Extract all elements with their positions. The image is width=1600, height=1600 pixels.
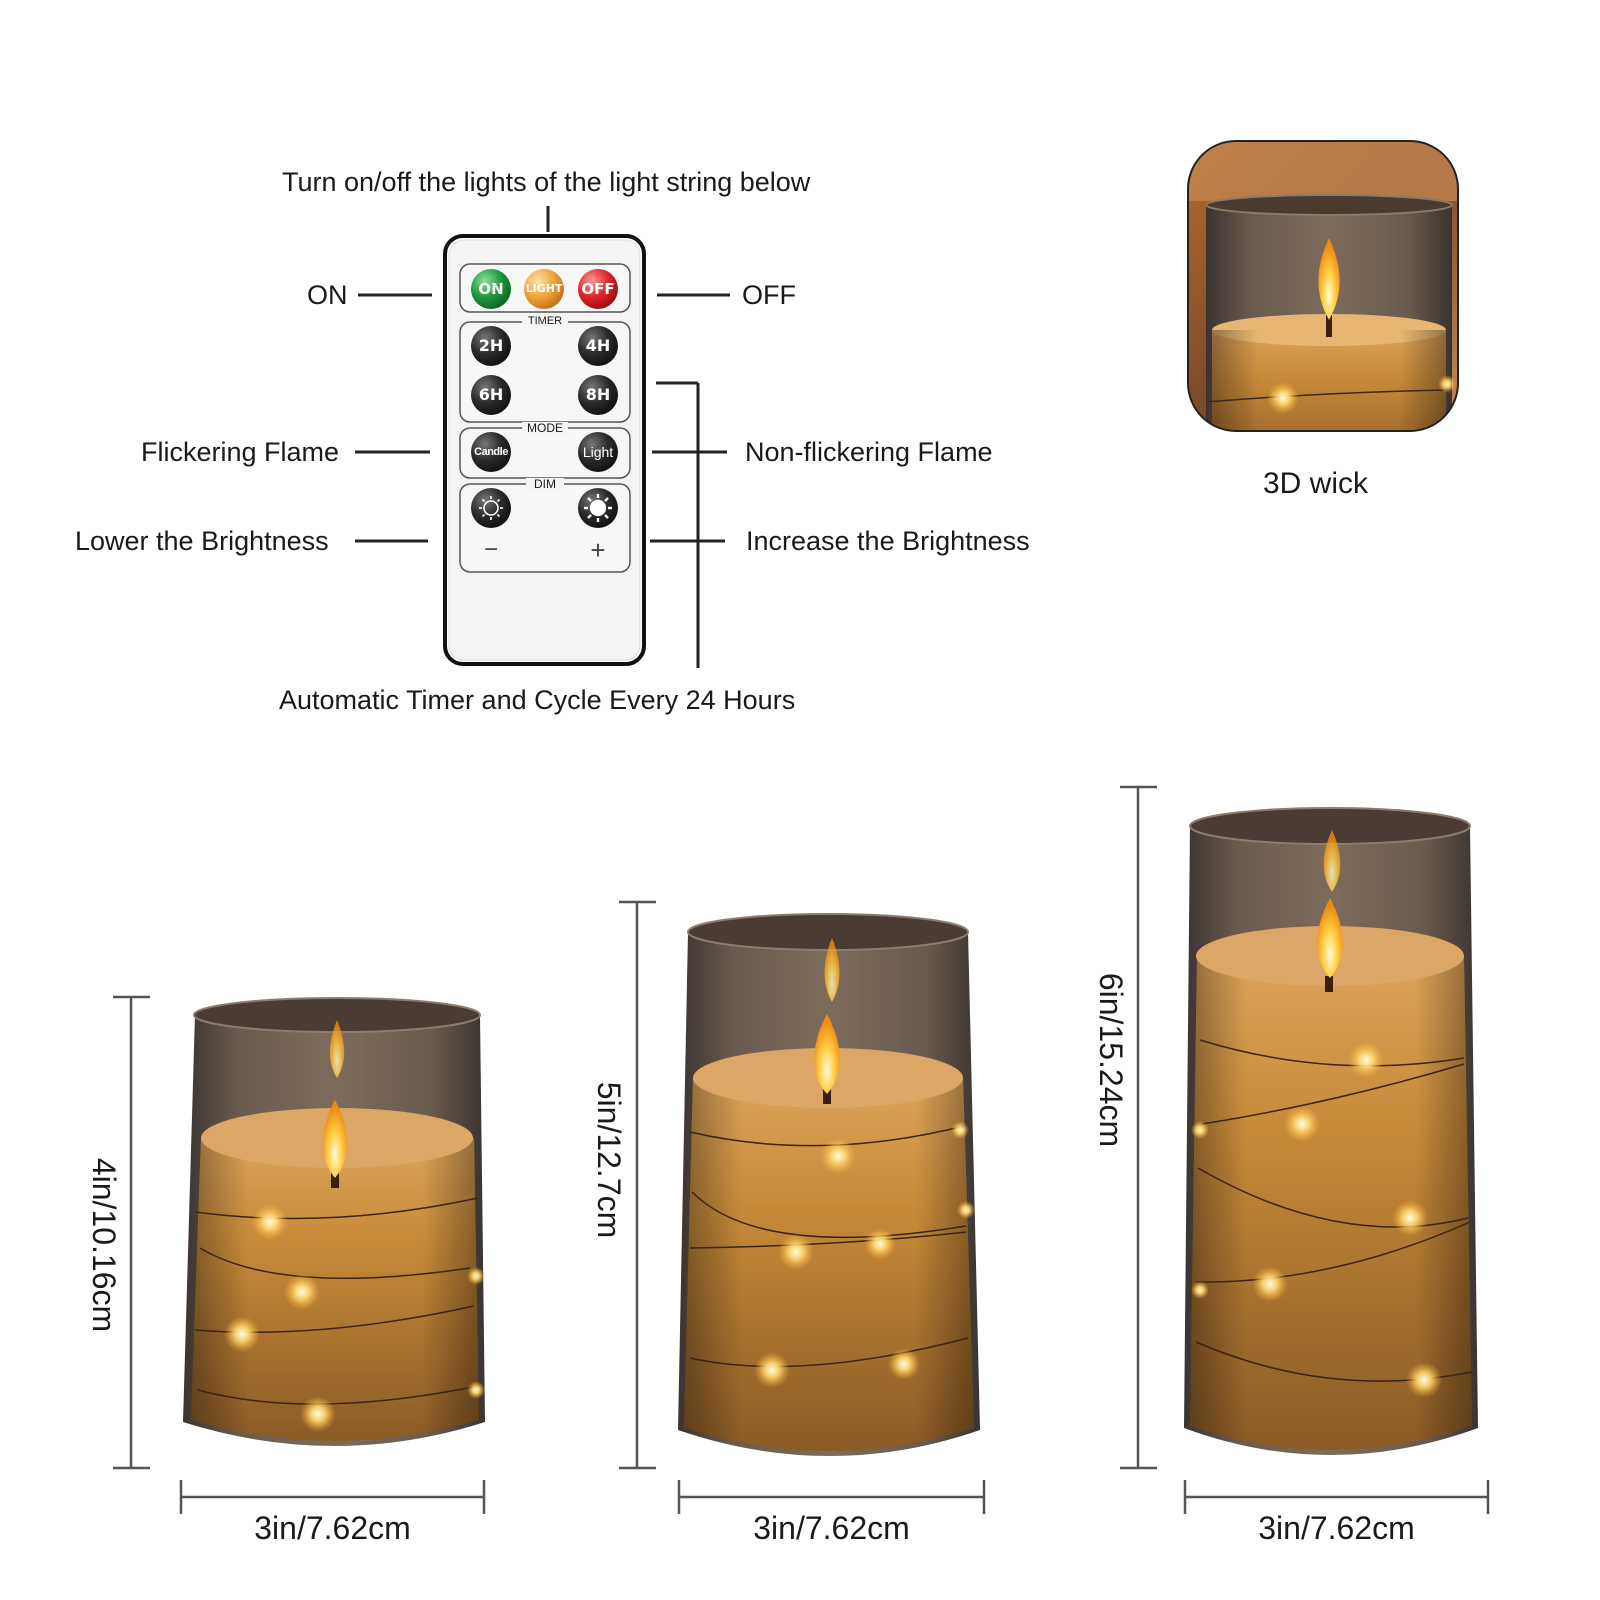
timer-6h-label: 6H — [478, 385, 504, 404]
candle-large-height: 6in/15.24cm — [1093, 972, 1129, 1148]
caption-light-string: Turn on/off the lights of the light stri… — [282, 167, 811, 197]
timer-8h-button[interactable] — [578, 375, 618, 415]
candle-large — [1184, 807, 1478, 1455]
mode-light-label: Light — [582, 444, 614, 460]
timer-2h-button[interactable] — [471, 326, 511, 366]
candle-medium-width: 3in/7.62cm — [753, 1510, 910, 1546]
mode-heading: MODE — [527, 421, 563, 435]
label-on: ON — [307, 280, 348, 310]
mode-candle-label: Candle — [474, 446, 508, 458]
dim-minus-label: − — [483, 536, 498, 563]
light-button-label: LIGHT — [525, 282, 563, 295]
dim-heading: DIM — [534, 477, 556, 491]
on-button-label: ON — [478, 280, 504, 298]
label-lower-brightness: Lower the Brightness — [75, 526, 329, 556]
off-button-label: OFF — [581, 280, 615, 298]
mode-candle-button[interactable] — [471, 432, 511, 472]
wick-caption: 3D wick — [1263, 467, 1369, 500]
wick-flame — [1318, 238, 1340, 320]
sun-small-icon — [479, 496, 503, 520]
off-button[interactable] — [578, 269, 618, 309]
candle-large-flame — [1317, 898, 1343, 978]
timer-4h-label: 4H — [585, 336, 611, 355]
label-non-flickering-flame: Non-flickering Flame — [745, 437, 993, 467]
candle-medium-flame — [814, 1014, 840, 1094]
dim-lower-button[interactable] — [471, 488, 511, 528]
candle-small-flame — [322, 1100, 348, 1178]
label-off: OFF — [742, 280, 796, 310]
remote-leader-lines — [355, 293, 730, 668]
dimension-lines — [113, 785, 1490, 1514]
timer-8h-label: 8H — [585, 385, 611, 404]
caption-auto-timer: Automatic Timer and Cycle Every 24 Hours — [279, 685, 796, 715]
candle-small — [183, 997, 485, 1446]
sun-large-icon — [584, 494, 612, 522]
remote-control — [355, 206, 730, 668]
candle-small-height: 4in/10.16cm — [86, 1157, 122, 1333]
wick-closeup-image — [1188, 141, 1458, 431]
label-increase-brightness: Increase the Brightness — [746, 526, 1030, 556]
candle-medium — [678, 913, 980, 1456]
timer-2h-label: 2H — [478, 336, 504, 355]
timer-heading: TIMER — [527, 315, 563, 327]
dim-plus-label: + — [590, 535, 606, 565]
timer-6h-button[interactable] — [471, 375, 511, 415]
label-flickering-flame: Flickering Flame — [141, 437, 340, 467]
on-button[interactable] — [471, 269, 511, 309]
wick-image-frame — [1187, 140, 1459, 432]
light-string-button[interactable] — [524, 269, 564, 309]
candle-small-width: 3in/7.62cm — [254, 1510, 411, 1546]
timer-4h-button[interactable] — [578, 326, 618, 366]
candle-medium-height: 5in/12.7cm — [591, 1081, 627, 1239]
mode-light-button[interactable] — [578, 432, 618, 472]
candle-large-width: 3in/7.62cm — [1258, 1510, 1415, 1546]
